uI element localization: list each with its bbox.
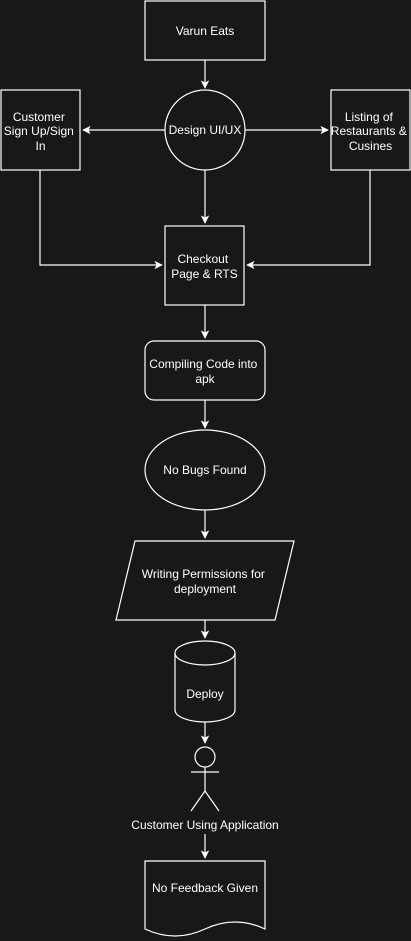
node-signup-label-line: Sign Up/Sign (4, 124, 74, 138)
node-no-feedback: No Feedback Given (144, 860, 266, 937)
node-compiling: Compiling Code into apk (144, 340, 266, 401)
actor-icon (190, 746, 220, 812)
edge-signup-to-checkout (39, 170, 163, 270)
node-varun-eats: Varun Eats (144, 0, 266, 61)
node-listing-label-line: Listing of (345, 110, 394, 124)
node-design-label: Design UI/UX (169, 123, 242, 137)
node-listing-label-line: Cusines (349, 139, 392, 153)
node-customer-using-label: Customer Using Application (131, 818, 278, 832)
node-no-feedback-label: No Feedback Given (152, 881, 258, 895)
node-deploy-label: Deploy (186, 687, 223, 701)
node-design-ui-ux: Design UI/UX (164, 89, 246, 171)
node-writing-label-line: deployment (174, 582, 237, 596)
node-signup-label-line: Customer (13, 110, 65, 124)
node-listing-label-line: Restaurants & (331, 124, 407, 138)
node-writing-permissions: Writing Permissions for deployment (115, 540, 295, 621)
node-compiling-label-line: Compiling Code into (149, 357, 257, 371)
node-checkout-label: Checkout Page & RTS (171, 252, 237, 281)
edge-listing-to-checkout (246, 170, 371, 270)
node-checkout: Checkout Page & RTS (164, 225, 245, 306)
node-writing-label: Writing Permissions for deployment (142, 567, 268, 596)
edges (39, 60, 371, 859)
node-signup-label: Customer Sign Up/Sign In (4, 110, 77, 153)
node-deploy: Deploy (174, 640, 236, 723)
node-no-bugs-label: No Bugs Found (163, 463, 246, 477)
node-no-bugs-found: No Bugs Found (144, 429, 266, 511)
node-compiling-label: Compiling Code into apk (149, 357, 260, 386)
node-checkout-label-line: Checkout (177, 252, 228, 266)
node-checkout-label-line: Page & RTS (171, 267, 237, 281)
node-writing-label-line: Writing Permissions for (142, 567, 265, 581)
node-listing-label: Listing of Restaurants & Cusines (331, 110, 410, 153)
node-customer-signup: Customer Sign Up/Sign In (0, 89, 81, 171)
node-signup-label-line: In (35, 139, 45, 153)
node-compiling-label-line: apk (195, 372, 215, 386)
node-listing-restaurants: Listing of Restaurants & Cusines (330, 89, 411, 171)
node-customer-actor: Customer Using Application (131, 746, 279, 832)
node-varun-eats-label: Varun Eats (176, 24, 234, 38)
